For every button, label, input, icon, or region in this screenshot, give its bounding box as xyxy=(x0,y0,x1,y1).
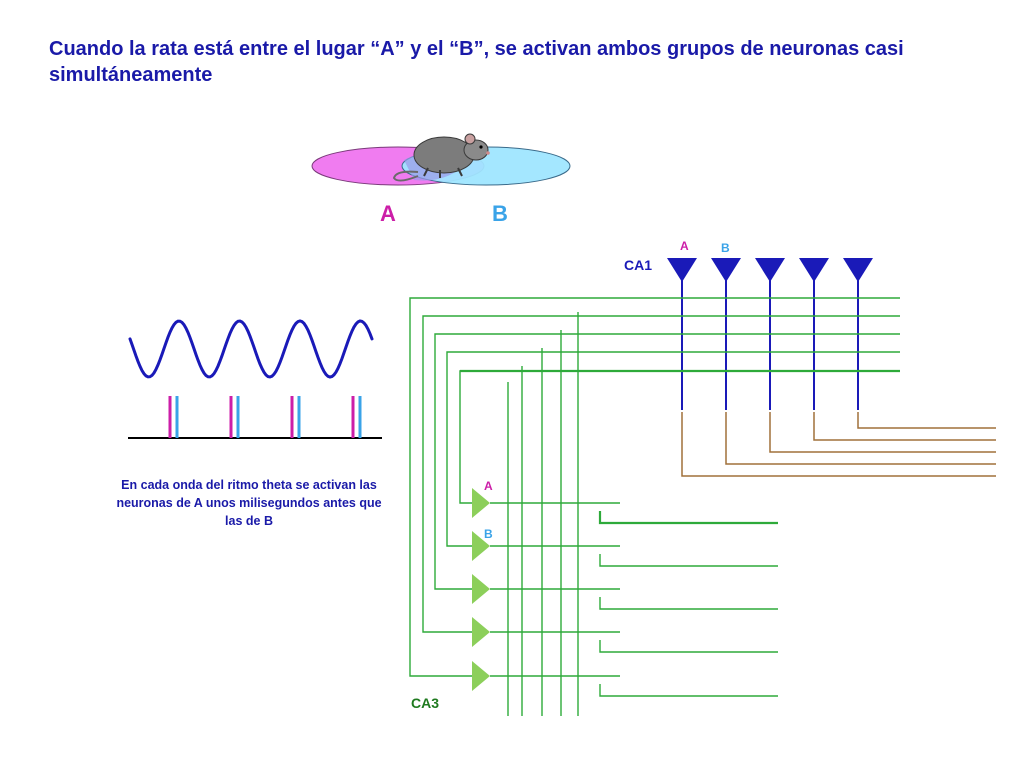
schaffer-fiber xyxy=(409,297,900,677)
ca1-output-fiber xyxy=(813,412,996,441)
ca1-output-fiber xyxy=(857,412,996,429)
place-label-a: A xyxy=(380,201,396,226)
ca3-label-a: A xyxy=(484,479,493,493)
pyramidal-neuron-icon xyxy=(472,617,490,647)
ca1-label: CA1 xyxy=(624,257,652,273)
schaffer-fiber xyxy=(446,351,900,547)
schaffer-fiber xyxy=(459,370,900,504)
ca1-label-b: B xyxy=(721,241,730,255)
ca3-label: CA3 xyxy=(411,695,439,711)
ca3-collateral xyxy=(599,640,778,653)
pyramidal-neuron-icon xyxy=(667,258,697,282)
pyramidal-neuron-icon xyxy=(711,258,741,282)
pyramidal-neuron-icon xyxy=(472,574,490,604)
rat-icon xyxy=(392,133,490,182)
ca1-label-a: A xyxy=(680,239,689,253)
page-title: Cuando la rata está entre el lugar “A” y… xyxy=(49,38,904,86)
theta-rhythm xyxy=(128,319,382,439)
pyramidal-neuron-icon xyxy=(472,661,490,691)
schaffer-fiber xyxy=(422,315,900,633)
ca3-collateral xyxy=(599,684,778,697)
pyramidal-neuron-icon xyxy=(472,488,490,518)
ca3-neurons xyxy=(472,488,490,691)
ca3-collateral xyxy=(598,511,778,525)
theta-wave xyxy=(128,319,374,379)
pyramidal-neuron-icon xyxy=(799,258,829,282)
ca1-output-fiber xyxy=(769,412,996,453)
caption: En cada onda del ritmo theta se activan … xyxy=(116,478,382,528)
ca1-neurons xyxy=(667,258,873,410)
spike-train xyxy=(168,396,362,438)
schaffer-collaterals xyxy=(409,297,900,716)
ca3-label-b: B xyxy=(484,527,493,541)
ca3-collateral xyxy=(599,554,778,567)
ca1-output-fiber xyxy=(725,412,996,465)
pyramidal-neuron-icon xyxy=(843,258,873,282)
ca1-output-fiber xyxy=(681,412,996,477)
ca1-output-fibers xyxy=(681,412,996,477)
pyramidal-neuron-icon xyxy=(755,258,785,282)
place-label-b: B xyxy=(492,201,508,226)
ca3-recurrent-outputs xyxy=(490,502,778,697)
ca3-collateral xyxy=(599,597,778,610)
pyramidal-neuron-icon xyxy=(472,531,490,561)
schaffer-fiber xyxy=(434,333,900,590)
